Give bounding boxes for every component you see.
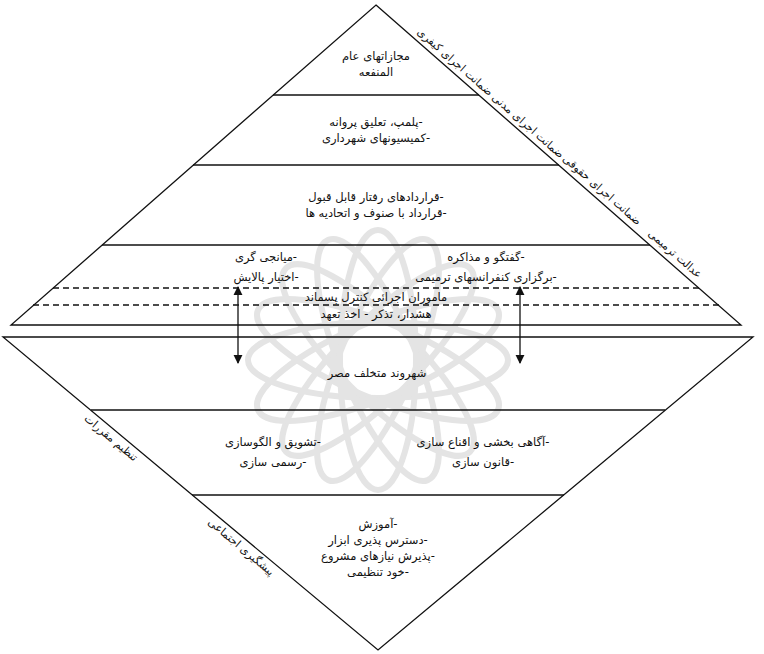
band-text: -اختیار پالایش xyxy=(156,269,376,285)
band-text: -میانجی گری xyxy=(156,249,376,265)
band-text: -آموزش xyxy=(263,516,493,532)
band-text: -خود تنظیمی xyxy=(263,564,493,580)
edge-label: تنظیم مقررات xyxy=(82,412,141,464)
edge-label: ضمانت اجرای کیفری xyxy=(414,25,495,98)
band-text: -گفتگو و مذاکره xyxy=(376,249,596,265)
band-text: -تشویق و الگوسازی xyxy=(168,434,378,450)
band-text: مجازاتهای عام المنفعه xyxy=(330,48,422,80)
band-text: هشدار، تذکر - اخذ تعهد xyxy=(251,306,501,323)
band-text: ماموران اجرائی کنترل پسماند xyxy=(251,289,501,306)
prevention-band: -آگاهی بخشی و اقناع سازی-تشویق و الگوساز… xyxy=(168,434,588,470)
band-text: -قراردادهای رفتار قابل قبول xyxy=(211,189,541,205)
band-text: -قانون سازی xyxy=(378,454,588,470)
citizen-band: شهروند متخلف مصر xyxy=(227,365,527,381)
band-text: -قرارداد با صنوف و اتحادیه ها xyxy=(211,205,541,221)
band-text: -برگزاری کنفرانسهای ترمیمی xyxy=(376,269,596,285)
sanction-band: -پلمپ، تعلیق پروانه-کمیسیونهای شهرداری xyxy=(261,114,491,146)
band-text: -پذیرش نیازهای مشروع xyxy=(263,548,493,564)
band-text: -پلمپ، تعلیق پروانه xyxy=(261,114,491,130)
band-text: شهروند متخلف مصر xyxy=(227,365,527,381)
restorative-band: -گفتگو و مذاکره-میانجی گری-برگزاری کنفرا… xyxy=(156,249,596,285)
double-arrow xyxy=(519,287,520,363)
band-text: -کمیسیونهای شهرداری xyxy=(261,130,491,146)
edge-label: ضمانت اجرای حقوقی xyxy=(560,152,644,228)
top-band: مجازاتهای عام المنفعه xyxy=(330,48,422,80)
band-text: -آگاهی بخشی و اقناع سازی xyxy=(378,434,588,450)
edge-label: ضمانت اجرای مدنی xyxy=(489,91,566,161)
double-arrow xyxy=(237,287,238,363)
sanction-band: -قراردادهای رفتار قابل قبول-قرارداد با ص… xyxy=(211,189,541,221)
edge-label: پیشگیری اجتماعی xyxy=(205,516,276,579)
edge-label: عدالت ترمیمی xyxy=(646,227,705,281)
band-text: -دسترس پذیری ابزار xyxy=(263,532,493,548)
dashed-band: ماموران اجرائی کنترل پسماندهشدار، تذکر -… xyxy=(251,289,501,323)
base-band: -آموزش-دسترس پذیری ابزار-پذیرش نیازهای م… xyxy=(263,516,493,580)
band-text: -رسمی سازی xyxy=(168,454,378,470)
